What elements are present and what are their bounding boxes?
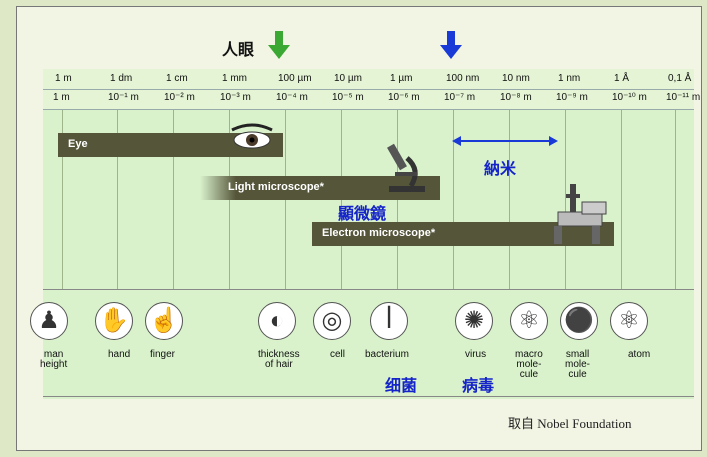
grid-line — [509, 110, 510, 290]
tick-label-exponent: 10⁻⁶ m — [388, 92, 420, 103]
tick-label-exponent: 10⁻⁵ m — [332, 92, 364, 103]
tick-label-top: 1 cm — [166, 73, 188, 84]
tick-label-exponent: 10⁻¹¹ m — [666, 92, 701, 103]
grid-line — [117, 110, 118, 290]
tick-label-exponent: 10⁻² m — [164, 92, 195, 103]
object-icon: ⚫ — [560, 302, 598, 340]
tick-label-top: 1 µm — [390, 73, 413, 84]
grid-line — [675, 110, 676, 290]
human-eye-label: 人眼 — [222, 42, 255, 59]
object-label: thickness of hair — [258, 349, 300, 370]
object-label: finger — [150, 349, 176, 360]
blue-arrow-icon — [440, 31, 462, 59]
bacteria-label: 细菌 — [385, 378, 418, 395]
grid-line — [453, 110, 454, 290]
grid-line — [285, 110, 286, 290]
tick-label-top: 100 µm — [278, 73, 312, 84]
objects-top-line — [43, 289, 694, 290]
eye-band-label: Eye — [68, 138, 88, 150]
electron-microscope-icon — [554, 184, 607, 244]
tick-label-top: 1 nm — [558, 73, 581, 84]
object-icon: ◐ — [258, 302, 296, 340]
tick-label-exponent: 10⁻⁹ m — [556, 92, 588, 103]
eye-icon — [231, 123, 273, 149]
object-label: man height — [40, 349, 68, 370]
grid-line — [397, 110, 398, 290]
object-label: macro mole- cule — [515, 349, 543, 380]
object-label: bacterium — [365, 349, 409, 360]
object-label: hand — [108, 349, 131, 360]
tick-label-top: 1 dm — [110, 73, 133, 84]
tick-label-exponent: 1 m — [53, 92, 70, 103]
electron-microscope-label: Electron microscope* — [322, 227, 436, 239]
grid-line — [341, 110, 342, 290]
nano-range-arrow-icon — [452, 136, 558, 146]
light-microscope-icon — [387, 143, 425, 192]
grid-line — [229, 110, 230, 290]
tick-label-top: 1 mm — [222, 73, 247, 84]
object-icon: ☝ — [145, 302, 183, 340]
virus-label: 病毒 — [462, 378, 495, 395]
tick-label-exponent: 10⁻¹ m — [108, 92, 139, 103]
tick-label-exponent: 10⁻⁸ m — [500, 92, 532, 103]
ruler-divider — [43, 109, 694, 110]
tick-label-exponent: 10⁻¹⁰ m — [612, 92, 647, 103]
object-label: cell — [330, 349, 346, 360]
tick-label-top: 1 m — [55, 73, 72, 84]
tick-label-top: 10 µm — [334, 73, 362, 84]
tick-label-top: 0,1 Å — [668, 73, 692, 84]
object-icon: ✺ — [455, 302, 493, 340]
object-label: small mole- cule — [565, 349, 591, 380]
object-icon: ꟾ — [370, 302, 408, 340]
ruler-divider — [43, 89, 694, 90]
grid-line — [621, 110, 622, 290]
object-label: atom — [628, 349, 651, 360]
tick-label-exponent: 10⁻⁴ m — [276, 92, 308, 103]
microscope-label: 顯微鏡 — [338, 206, 387, 223]
source-credit: 取自 Nobel Foundation — [508, 416, 632, 431]
objects-bottom-line — [43, 396, 694, 397]
nano-label: 納米 — [484, 161, 517, 178]
tick-label-top: 1 Å — [614, 73, 630, 84]
tick-label-exponent: 10⁻³ m — [220, 92, 251, 103]
object-icon: ⚛ — [510, 302, 548, 340]
object-icon: ◎ — [313, 302, 351, 340]
tick-label-exponent: 10⁻⁷ m — [444, 92, 476, 103]
light-microscope-label: Light microscope* — [228, 181, 324, 193]
green-arrow-icon — [268, 31, 290, 59]
grid-line — [173, 110, 174, 290]
object-icon: ✋ — [95, 302, 133, 340]
object-icon: ⚛ — [610, 302, 648, 340]
tick-label-top: 100 nm — [446, 73, 480, 84]
grid-line — [565, 110, 566, 290]
object-label: virus — [465, 349, 487, 360]
grid-line — [62, 110, 63, 290]
tick-label-top: 10 nm — [502, 73, 530, 84]
object-icon: ♟ — [30, 302, 68, 340]
